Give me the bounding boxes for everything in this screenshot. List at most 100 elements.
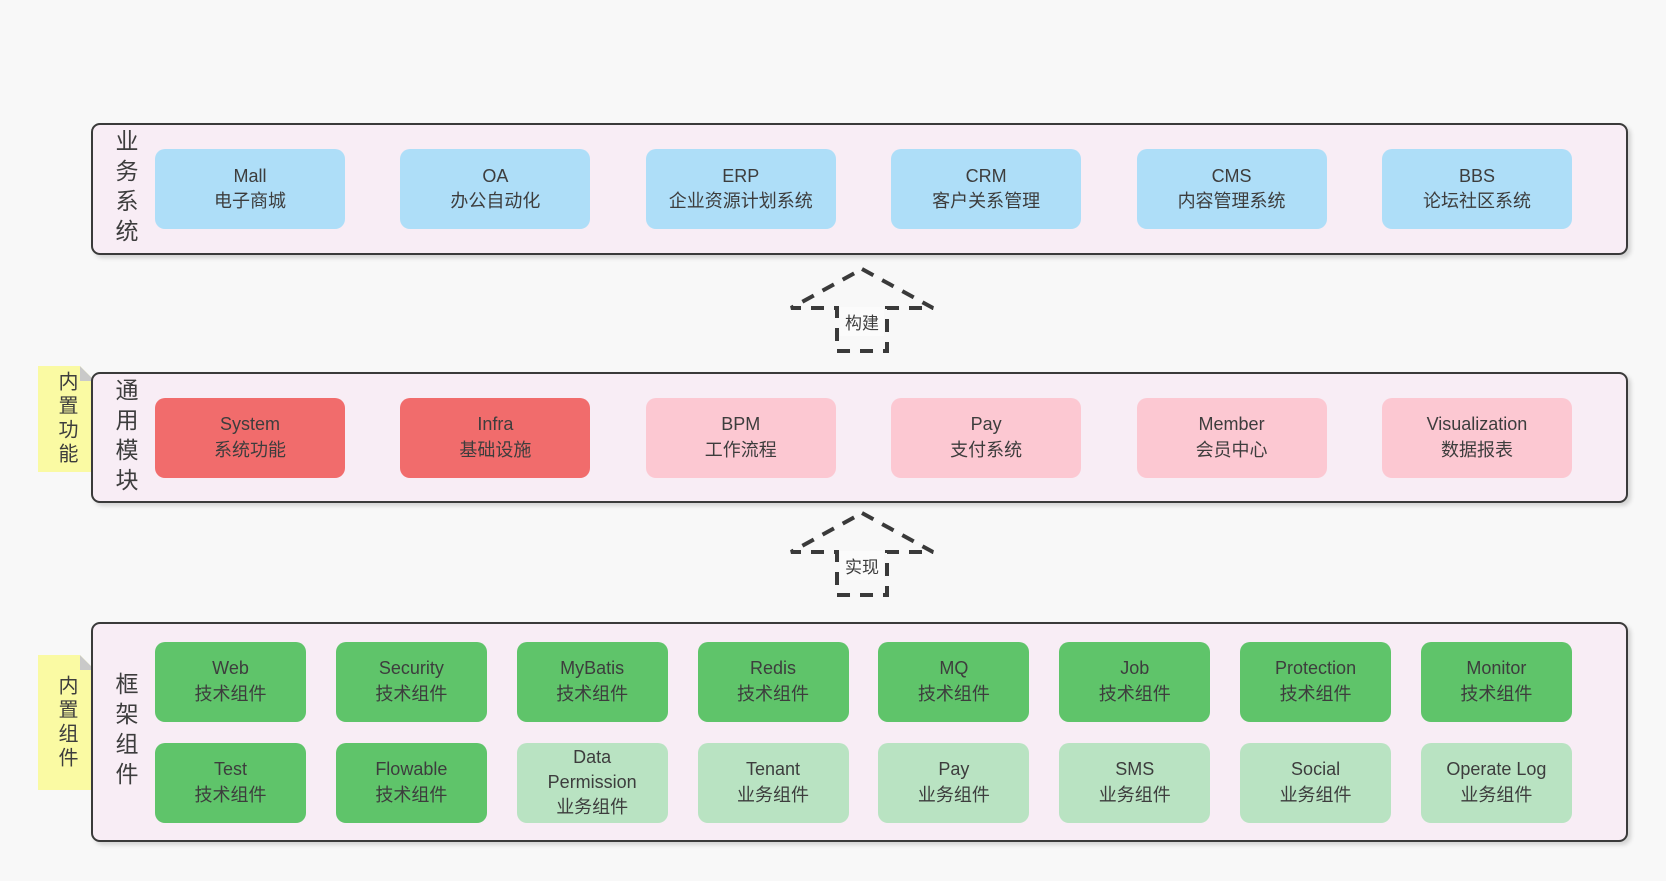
build-arrow: 构建 [787, 266, 937, 354]
box-title: Member [1198, 414, 1265, 435]
box-subtitle: 业务组件 [1098, 784, 1171, 805]
builtin-components-sticky-note: 内置组件 [38, 655, 95, 790]
flowable-box: Flowable 技术组件 [335, 742, 487, 823]
box-subtitle: 技术组件 [1098, 683, 1171, 704]
box-title: Pay [938, 759, 970, 780]
box-title: Data Permission [547, 746, 637, 792]
box-subtitle: 技术组件 [194, 683, 267, 704]
box-subtitle: 业务组件 [737, 784, 810, 805]
box-subtitle: 数据报表 [1440, 439, 1513, 460]
box-subtitle: 内容管理系统 [1177, 191, 1286, 211]
visualization-box: Visualization 数据报表 [1381, 397, 1572, 478]
box-title: Visualization [1426, 414, 1528, 435]
box-title: Security [378, 658, 444, 679]
pay-box: Pay 支付系统 [891, 397, 1082, 478]
sms-box: SMS 业务组件 [1059, 742, 1211, 823]
build-arrow-label: 构建 [840, 307, 884, 336]
box-subtitle: 办公自动化 [450, 191, 541, 211]
implement-arrow-label: 实现 [840, 551, 884, 580]
oa-box: OA 办公自动化 [400, 149, 591, 229]
implement-arrow: 实现 [787, 510, 937, 598]
section-side-label: 业务系统 [112, 129, 138, 249]
box-subtitle: 客户关系管理 [932, 191, 1041, 211]
box-subtitle: 技术组件 [1279, 683, 1352, 704]
security-box: Security 技术组件 [335, 641, 487, 722]
sticky-note-label: 内置组件 [55, 674, 77, 771]
bbs-box: BBS 论坛社区系统 [1381, 149, 1572, 229]
box-title: Pay [970, 414, 1002, 435]
box-title: BBS [1458, 165, 1495, 186]
protection-box: Protection 技术组件 [1240, 641, 1392, 722]
monitor-box: Monitor 技术组件 [1420, 641, 1572, 722]
box-title: Test [213, 759, 247, 780]
mybatis-box: MyBatis 技术组件 [516, 641, 668, 722]
box-row: Mall 电子商城 OA 办公自动化 ERP 企业资源计划系统 CRM 客户关系管理 CMS 内容… [155, 149, 1572, 229]
box-subtitle: 基础设施 [459, 439, 532, 460]
box-subtitle: 技术组件 [375, 784, 448, 805]
box-title: Web [212, 658, 249, 679]
sticky-note-label: 内置功能 [55, 371, 77, 467]
box-subtitle: 系统功能 [214, 439, 286, 460]
section-box-rows: System 系统功能 Infra 基础设施 BPM 工作流程 Pay 支付系统 Member 会… [155, 374, 1572, 501]
box-subtitle: 业务组件 [917, 784, 990, 805]
bpm-box: BPM 工作流程 [645, 397, 836, 478]
box-subtitle: 电子商城 [214, 191, 286, 211]
box-subtitle: 技术组件 [194, 784, 267, 805]
mq-box: MQ 技术组件 [878, 641, 1030, 722]
box-subtitle: 会员中心 [1195, 439, 1268, 460]
infra-box: Infra 基础设施 [400, 397, 591, 478]
member-box: Member 会员中心 [1136, 397, 1327, 478]
section-box-rows: Mall 电子商城 OA 办公自动化 ERP 企业资源计划系统 CRM 客户关系管理 CMS 内容… [155, 125, 1572, 253]
box-title: Operate Log [1446, 759, 1547, 780]
pay-box: Pay 业务组件 [878, 742, 1030, 823]
box-subtitle: 业务组件 [556, 797, 629, 818]
box-title: BPM [721, 414, 761, 435]
box-title: Monitor [1466, 658, 1527, 679]
box-title: CRM [965, 165, 1007, 186]
section-business-systems: 业务系统 Mall 电子商城 OA 办公自动化 ERP 企业资源计划系统 CRM 客户关系管理… [91, 123, 1628, 255]
job-box: Job 技术组件 [1059, 641, 1211, 722]
box-title: System [219, 414, 280, 435]
crm-box: CRM 客户关系管理 [891, 149, 1082, 229]
box-title: MyBatis [560, 658, 625, 679]
box-subtitle: 技术组件 [917, 683, 990, 704]
box-title: ERP [722, 165, 760, 186]
box-subtitle: 技术组件 [737, 683, 810, 704]
box-title: Protection [1275, 658, 1357, 679]
tenant-box: Tenant 业务组件 [697, 742, 849, 823]
box-subtitle: 业务组件 [1460, 784, 1533, 805]
box-title: Flowable [375, 759, 448, 780]
mall-box: Mall 电子商城 [155, 149, 345, 229]
box-row: System 系统功能 Infra 基础设施 BPM 工作流程 Pay 支付系统 Member 会… [155, 397, 1572, 478]
box-subtitle: 支付系统 [950, 439, 1023, 460]
box-subtitle: 工作流程 [704, 439, 777, 460]
box-title: Job [1120, 658, 1150, 679]
box-title: CMS [1211, 165, 1252, 186]
box-subtitle: 技术组件 [556, 683, 629, 704]
builtin-functions-sticky-note: 内置功能 [38, 366, 95, 472]
box-title: MQ [939, 658, 969, 679]
box-title: Tenant [746, 759, 801, 780]
box-subtitle: 企业资源计划系统 [668, 191, 813, 211]
box-title: Mall [233, 165, 267, 186]
box-title: SMS [1115, 759, 1155, 780]
section-side-label: 通用模块 [112, 377, 138, 498]
section-common-modules: 通用模块 System 系统功能 Infra 基础设施 BPM 工作流程 Pay 支付系统 Me… [91, 372, 1628, 503]
box-title: OA [482, 165, 509, 186]
box-subtitle: 技术组件 [375, 683, 448, 704]
box-title: Infra [477, 414, 514, 435]
box-subtitle: 技术组件 [1460, 683, 1533, 704]
box-subtitle: 业务组件 [1279, 784, 1352, 805]
operate-log-box: Operate Log 业务组件 [1420, 742, 1572, 823]
data-permission-box: Data Permission 业务组件 [516, 742, 668, 823]
box-subtitle: 论坛社区系统 [1422, 191, 1531, 211]
section-side-label: 框架组件 [112, 672, 138, 792]
cms-box: CMS 内容管理系统 [1136, 149, 1327, 229]
erp-box: ERP 企业资源计划系统 [645, 149, 836, 229]
box-title: Social [1291, 759, 1341, 780]
system-box: System 系统功能 [155, 397, 345, 478]
